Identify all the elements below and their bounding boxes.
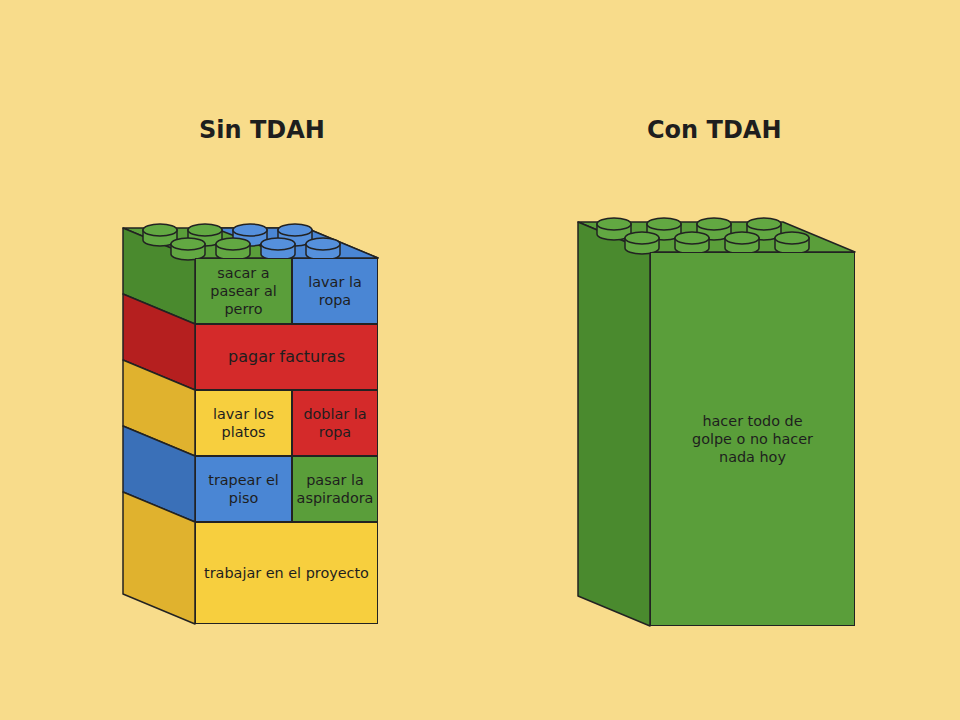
stud [261, 238, 295, 250]
task-text: hacer todo de golpe o no hacer nada hoy [651, 408, 854, 470]
task-brick: doblar la ropa [292, 390, 378, 456]
stud [306, 238, 340, 250]
stud [278, 224, 312, 236]
task-text: doblar la ropa [293, 401, 377, 445]
stud [625, 232, 659, 244]
stud [725, 232, 759, 244]
stud [675, 232, 709, 244]
stud [597, 218, 631, 230]
task-brick: hacer todo de golpe o no hacer nada hoy [650, 252, 855, 626]
task-text: pagar facturas [222, 343, 351, 371]
stud [188, 224, 222, 236]
task-brick: lavar la ropa [292, 258, 378, 324]
task-brick: pasar la aspiradora [292, 456, 378, 522]
column-title: Sin TDAH [199, 116, 325, 144]
column-title: Con TDAH [647, 116, 782, 144]
stud [216, 238, 250, 250]
task-brick: trabajar en el proyecto [195, 522, 378, 624]
task-text: lavar los platos [196, 401, 291, 445]
stud [747, 218, 781, 230]
stud [647, 218, 681, 230]
task-brick: trapear el piso [195, 456, 292, 522]
stud [233, 224, 267, 236]
task-brick: pagar facturas [195, 324, 378, 390]
task-text: sacar a pasear al perro [196, 260, 291, 322]
task-text: trapear el piso [196, 467, 291, 511]
stud [775, 232, 809, 244]
task-text: lavar la ropa [293, 269, 377, 313]
task-text: trabajar en el proyecto [198, 560, 375, 586]
task-text: pasar la aspiradora [291, 467, 380, 511]
brick-side [123, 492, 195, 624]
task-brick: sacar a pasear al perro [195, 258, 292, 324]
stud [143, 224, 177, 236]
stud [171, 238, 205, 250]
brick-side [578, 222, 650, 626]
task-brick: lavar los platos [195, 390, 292, 456]
stud [697, 218, 731, 230]
